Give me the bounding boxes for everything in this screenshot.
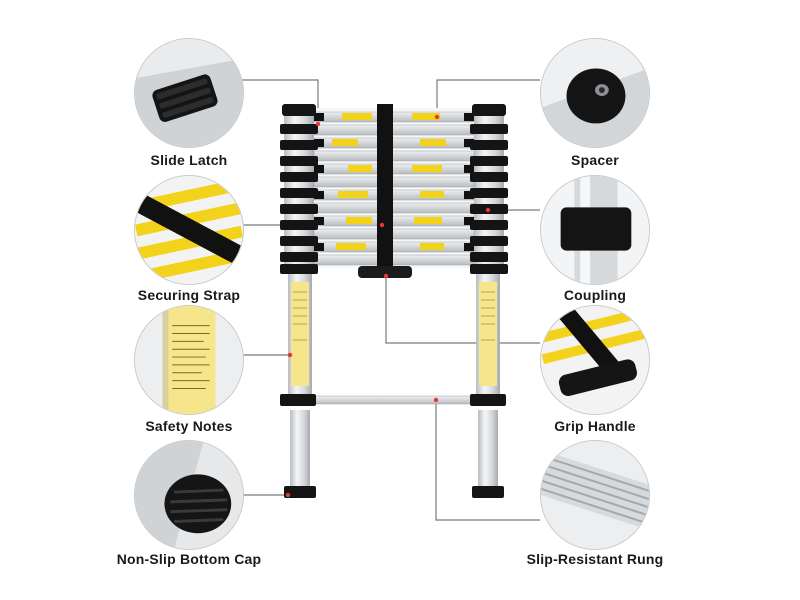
callout-slide-latch [134, 38, 244, 148]
securing-strap [377, 104, 393, 272]
label-grip-handle: Grip Handle [554, 418, 636, 434]
leader-slip-resistant-rung [435, 400, 540, 521]
label-spacer: Spacer [571, 152, 619, 168]
leader-spacer [436, 79, 540, 115]
callout-slip-resistant-rung [540, 440, 650, 550]
safety-sticker-left [291, 282, 309, 386]
callout-spacer [540, 38, 650, 148]
label-non-slip-bottom-cap: Non-Slip Bottom Cap [116, 551, 262, 567]
label-securing-strap: Securing Strap [137, 287, 241, 303]
label-slide-latch: Slide Latch [150, 152, 228, 168]
stacked-rungs [313, 108, 475, 268]
grip-handle [358, 266, 412, 278]
left-bottom-cap [284, 486, 316, 498]
callout-grip-handle [540, 305, 650, 415]
bottom-rung [309, 395, 479, 405]
label-safety-notes: Safety Notes [145, 418, 233, 434]
label-slip-resistant-rung: Slip-Resistant Rung [526, 551, 664, 567]
rail-couplings [280, 104, 508, 274]
callout-securing-strap [134, 175, 244, 285]
callout-safety-notes [134, 305, 244, 415]
callout-non-slip-bottom-cap [134, 440, 244, 550]
callout-coupling [540, 175, 650, 285]
label-coupling: Coupling [563, 287, 627, 303]
right-bottom-cap [472, 486, 504, 498]
